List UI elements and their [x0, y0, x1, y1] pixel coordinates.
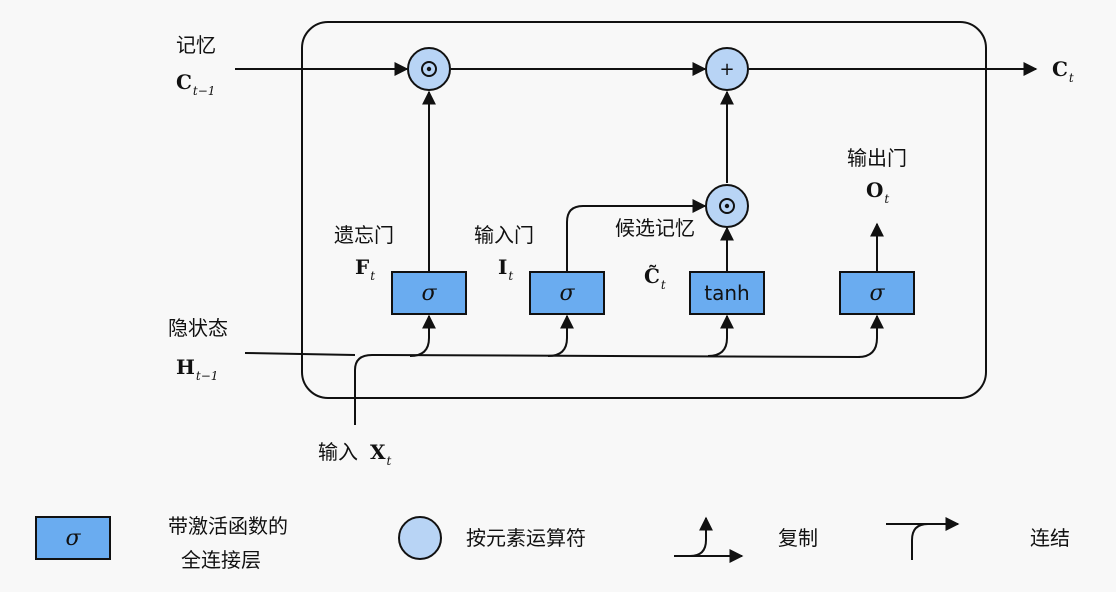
- legend-fc-symbol: σ: [65, 526, 81, 551]
- forget-gate-block: σ: [391, 271, 467, 315]
- input-gate-var: It: [498, 255, 513, 283]
- input-var: Xt: [370, 440, 392, 468]
- legend-concat-label: 连结: [1030, 526, 1070, 550]
- legend-copy-label: 复制: [778, 526, 818, 550]
- legend-fc-box: [35, 516, 111, 560]
- output-sigma-text: σ: [869, 281, 885, 306]
- forget-gate-var: Ft: [355, 255, 375, 283]
- candidate-memory-label: 候选记忆: [615, 216, 695, 240]
- legend-op-circle: [398, 516, 442, 560]
- forget-multiply-op: [407, 47, 451, 91]
- input-concat-line: [354, 353, 861, 425]
- forget-sigma-text: σ: [421, 281, 437, 306]
- output-gate-label: 输出门: [847, 146, 907, 170]
- legend-fc-label-line2: 全连接层: [181, 548, 261, 572]
- legend-copy-up-arrow: [689, 516, 713, 557]
- hidden-state-line: [244, 352, 356, 356]
- input-gate-label: 输入门: [474, 223, 534, 247]
- candidate-multiply-op: [705, 184, 749, 228]
- legend-elementwise-op: 按元素运算符: [398, 516, 586, 560]
- input-sigma-text: σ: [559, 281, 575, 306]
- input-gate-to-mul-line: [566, 199, 707, 272]
- add-symbol: +: [719, 59, 734, 80]
- input-gate-block: σ: [529, 271, 605, 315]
- legend: σ 带激活函数的 全连接层 按元素运算符 复制 连结: [35, 514, 1070, 572]
- forget-gate-label: 遗忘门: [334, 223, 394, 247]
- memory-add-op: +: [705, 47, 749, 91]
- tanh-block: tanh: [689, 271, 765, 315]
- legend-op-label: 按元素运算符: [466, 526, 586, 550]
- memory-label: 记忆: [176, 33, 216, 57]
- hidden-state-label: 隐状态: [168, 316, 228, 340]
- legend-concat: 连结: [886, 517, 1070, 560]
- output-c-var: Ct: [1052, 57, 1074, 85]
- legend-fc-layer: σ 带激活函数的 全连接层: [35, 514, 288, 572]
- tanh-text: tanh: [704, 281, 749, 305]
- copy-to-tanh-line: [707, 314, 734, 357]
- candidate-memory-var: C̃t: [644, 264, 666, 292]
- hidden-state-var: Ht−1: [176, 355, 218, 383]
- legend-fc-label-line1: 带激活函数的: [168, 514, 288, 538]
- copy-to-input-gate-line: [547, 314, 574, 357]
- copy-to-output-gate-line: [857, 314, 884, 358]
- legend-concat-curve-arrow: [911, 517, 960, 560]
- input-label: 输入: [318, 440, 358, 464]
- legend-copy: 复制: [674, 516, 818, 563]
- lstm-cell-container: [301, 21, 987, 399]
- memory-var: Ct−1: [176, 70, 215, 98]
- copy-to-forget-line: [409, 314, 436, 357]
- output-gate-var: Ot: [866, 178, 889, 206]
- output-gate-block: σ: [839, 271, 915, 315]
